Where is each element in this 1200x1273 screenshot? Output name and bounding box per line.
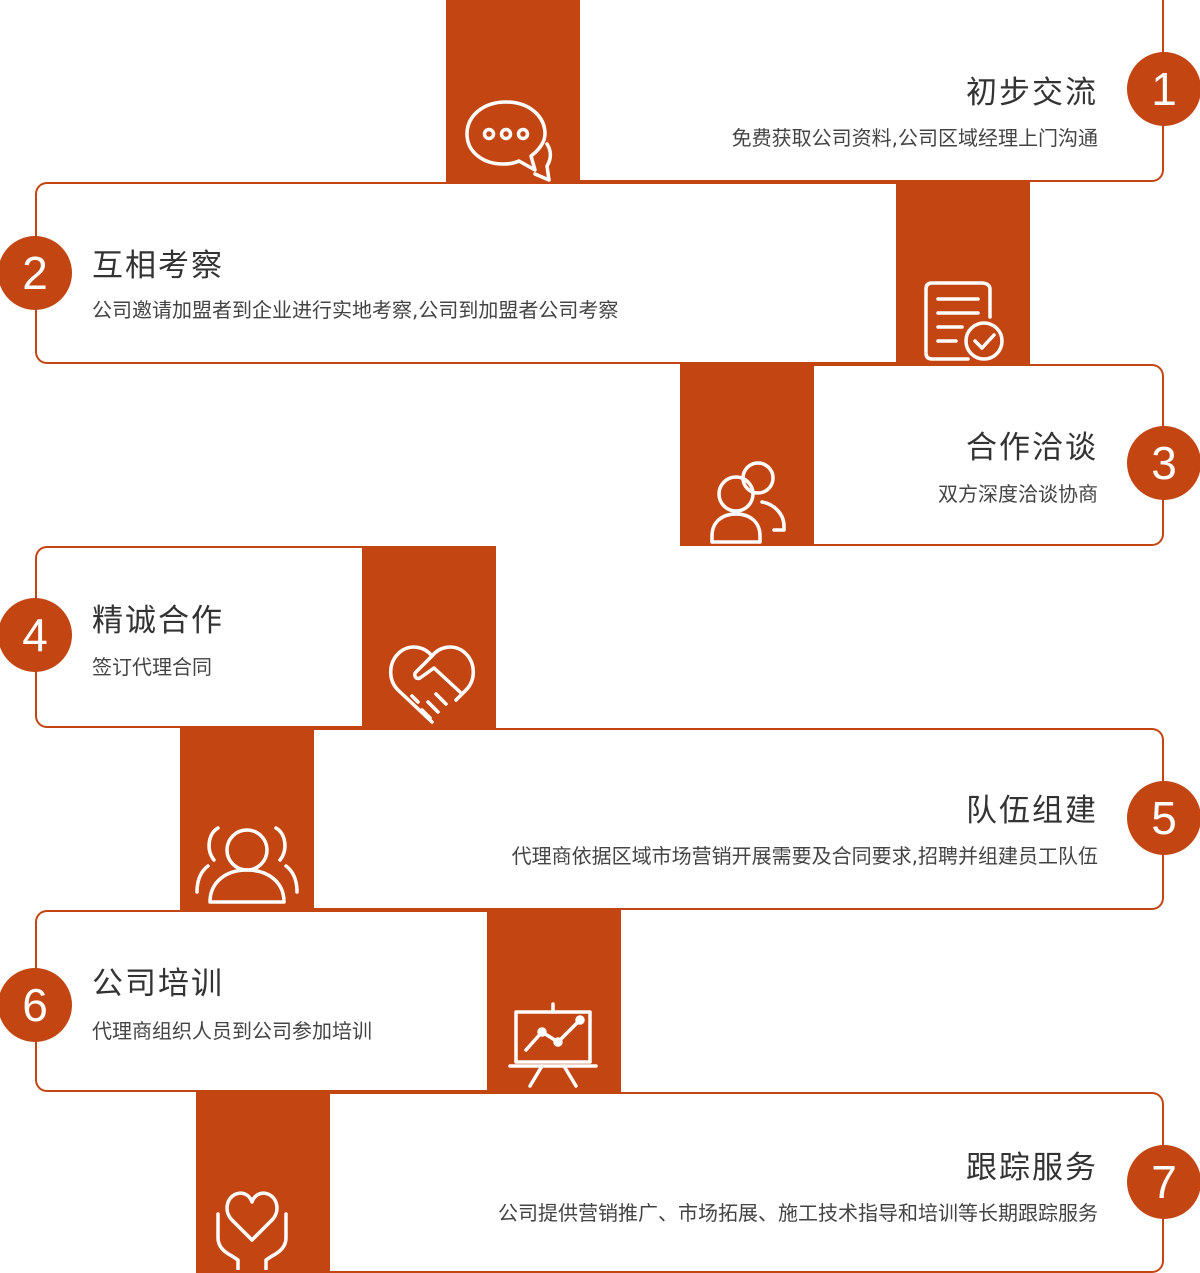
step-number-7: 7 (1127, 1145, 1200, 1219)
step-card-6 (35, 910, 487, 1092)
step-desc-5: 代理商依据区域市场营销开展需要及合同要求,招聘并组建员工队伍 (511, 844, 1098, 868)
step-desc-4: 签订代理合同 (92, 655, 212, 679)
presentation-board-icon (508, 1002, 598, 1090)
step-desc-6: 代理商组织人员到公司参加培训 (92, 1019, 372, 1043)
step-title-5: 队伍组建 (966, 793, 1098, 829)
checklist-document-icon (922, 279, 1008, 365)
step-desc-1: 免费获取公司资料,公司区域经理上门沟通 (731, 126, 1098, 150)
band-1 (446, 0, 580, 182)
step-card-2 (35, 182, 896, 364)
step-card-7 (330, 1092, 1164, 1273)
band-2 (896, 182, 1030, 364)
step-title-7: 跟踪服务 (966, 1150, 1098, 1186)
step-card-3 (814, 364, 1164, 546)
band-5 (180, 728, 314, 910)
step-number-5: 5 (1127, 781, 1200, 855)
step-number-4: 4 (0, 598, 72, 672)
team-person-icon (194, 820, 300, 906)
handshake-heart-icon (386, 640, 478, 728)
heart-hands-icon (212, 1184, 292, 1270)
band-4 (362, 546, 496, 728)
step-desc-3: 双方深度洽谈协商 (938, 482, 1098, 506)
step-desc-2: 公司邀请加盟者到企业进行实地考察,公司到加盟者公司考察 (92, 298, 619, 322)
step-number-6: 6 (0, 968, 72, 1042)
people-group-icon (708, 458, 788, 548)
step-title-4: 精诚合作 (92, 603, 224, 639)
step-number-3: 3 (1127, 426, 1200, 500)
step-card-5 (314, 728, 1164, 910)
step-card-1 (580, 0, 1164, 182)
step-number-2: 2 (0, 236, 72, 310)
step-title-6: 公司培训 (92, 966, 224, 1002)
step-title-3: 合作洽谈 (966, 430, 1098, 466)
step-number-1: 1 (1127, 52, 1200, 126)
chat-bubble-icon (463, 98, 555, 186)
step-desc-7: 公司提供营销推广、市场拓展、施工技术指导和培训等长期跟踪服务 (498, 1201, 1098, 1225)
step-title-2: 互相考察 (92, 248, 224, 284)
step-title-1: 初步交流 (966, 75, 1098, 111)
